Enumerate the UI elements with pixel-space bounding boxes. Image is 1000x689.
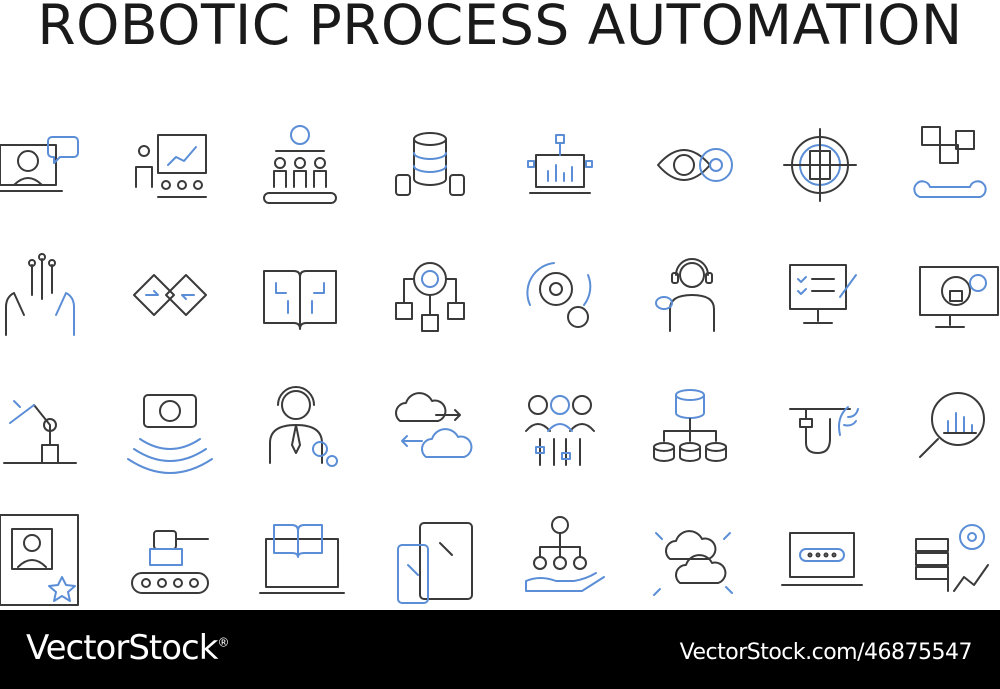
registered-mark: ® (217, 635, 229, 650)
cloud-arrows-icon (630, 495, 750, 615)
hand-network-icon (500, 495, 620, 615)
footer-bar: VectorStock® VectorStock.com/46875547 (0, 610, 1000, 689)
monitor-lock-icon (890, 235, 1000, 355)
support-agent-icon (630, 235, 750, 355)
robotic-arm-icon (0, 365, 100, 485)
eye-gear-icon (630, 105, 750, 225)
magnifier-chart-icon (890, 365, 1000, 485)
monitor-checklist-icon (760, 235, 880, 355)
conveyor-workers-icon (240, 105, 360, 225)
mobile-tablet-icon (370, 495, 490, 615)
plug-plant-icon (760, 365, 880, 485)
cubes-wrench-icon (890, 105, 1000, 225)
robot-tank-icon (110, 495, 230, 615)
server-growth-icon (890, 495, 1000, 615)
headset-operator-icon (240, 365, 360, 485)
team-controls-icon (500, 365, 620, 485)
page-title: ROBOTIC PROCESS AUTOMATION (37, 0, 963, 57)
diamond-arrows-icon (110, 235, 230, 355)
laptop-password-icon (760, 495, 880, 615)
icon-grid (0, 105, 1000, 610)
target-document-icon (760, 105, 880, 225)
circuit-book-icon (240, 235, 360, 355)
stock-url: VectorStock.com/46875547 (679, 640, 973, 665)
laptop-book-icon (240, 495, 360, 615)
brand-logo: VectorStock® (26, 628, 229, 668)
profile-star-icon (0, 495, 100, 615)
gear-team-icon (370, 235, 490, 355)
database-hierarchy-icon (630, 365, 750, 485)
gears-cycle-icon (500, 235, 620, 355)
database-network-icon (370, 105, 490, 225)
hands-circuit-icon (0, 235, 100, 355)
laptop-chart-network-icon (500, 105, 620, 225)
ai-chat-laptop-icon (0, 105, 100, 225)
sensor-camera-icon (110, 365, 230, 485)
presentation-audience-icon (110, 105, 230, 225)
brand-name: VectorStock (26, 628, 218, 668)
cloud-transfer-icon (370, 365, 490, 485)
